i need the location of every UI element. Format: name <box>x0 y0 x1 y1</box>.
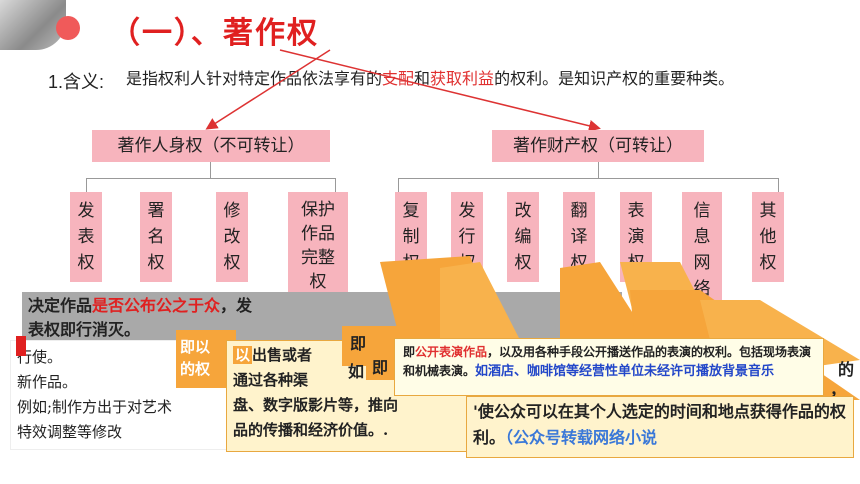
bracket-property-left <box>398 178 399 192</box>
definition-label: 1.含义: <box>48 72 105 92</box>
red-dot-icon <box>56 16 80 40</box>
callout-pointer-3 <box>560 262 650 340</box>
property-rights-box: 著作财产权（可转让） <box>492 130 704 162</box>
bracket-personal <box>86 178 336 179</box>
right-modification: 修 改 权 <box>216 192 248 282</box>
bracket-property-right <box>778 178 779 192</box>
fragment-de: 的 <box>838 360 855 379</box>
translation-callout: 即 <box>366 350 396 380</box>
arrow-to-personal <box>205 49 331 130</box>
page-title: （一）、著作权 <box>110 16 319 51</box>
network-note: '使公众可以在其个人选定的时间和地点获得作品的权利。（公众号转载网络小说 <box>466 396 854 458</box>
red-tag <box>16 336 26 356</box>
slide-logo <box>0 0 66 50</box>
callout-pointer-2 <box>440 262 520 340</box>
bracket-property-stem <box>598 162 599 178</box>
bracket-personal-left <box>86 178 87 192</box>
right-integrity: 保护 作品 完整 权 <box>288 192 348 300</box>
right-authorship: 署 名 权 <box>140 192 172 282</box>
bracket-property <box>398 178 778 179</box>
right-publication: 发 表 权 <box>70 192 102 282</box>
arrow-to-property <box>279 49 601 132</box>
highlight-benefit: 获取利益 <box>430 69 495 88</box>
personal-rights-box: 著作人身权（不可转让） <box>92 130 330 162</box>
right-adaptation: 改 编 权 <box>507 192 539 282</box>
right-other: 其 他 权 <box>752 192 784 282</box>
bracket-personal-stem <box>210 162 211 178</box>
fragment-comma: ， <box>830 380 847 399</box>
performance-note: 即公开表演作品，以及用各种手段公开播送作品的表演的权利。包括现场表演和机械表演。… <box>394 338 824 396</box>
bracket-personal-right <box>335 178 336 192</box>
fragment-ru: 如 <box>348 362 365 381</box>
